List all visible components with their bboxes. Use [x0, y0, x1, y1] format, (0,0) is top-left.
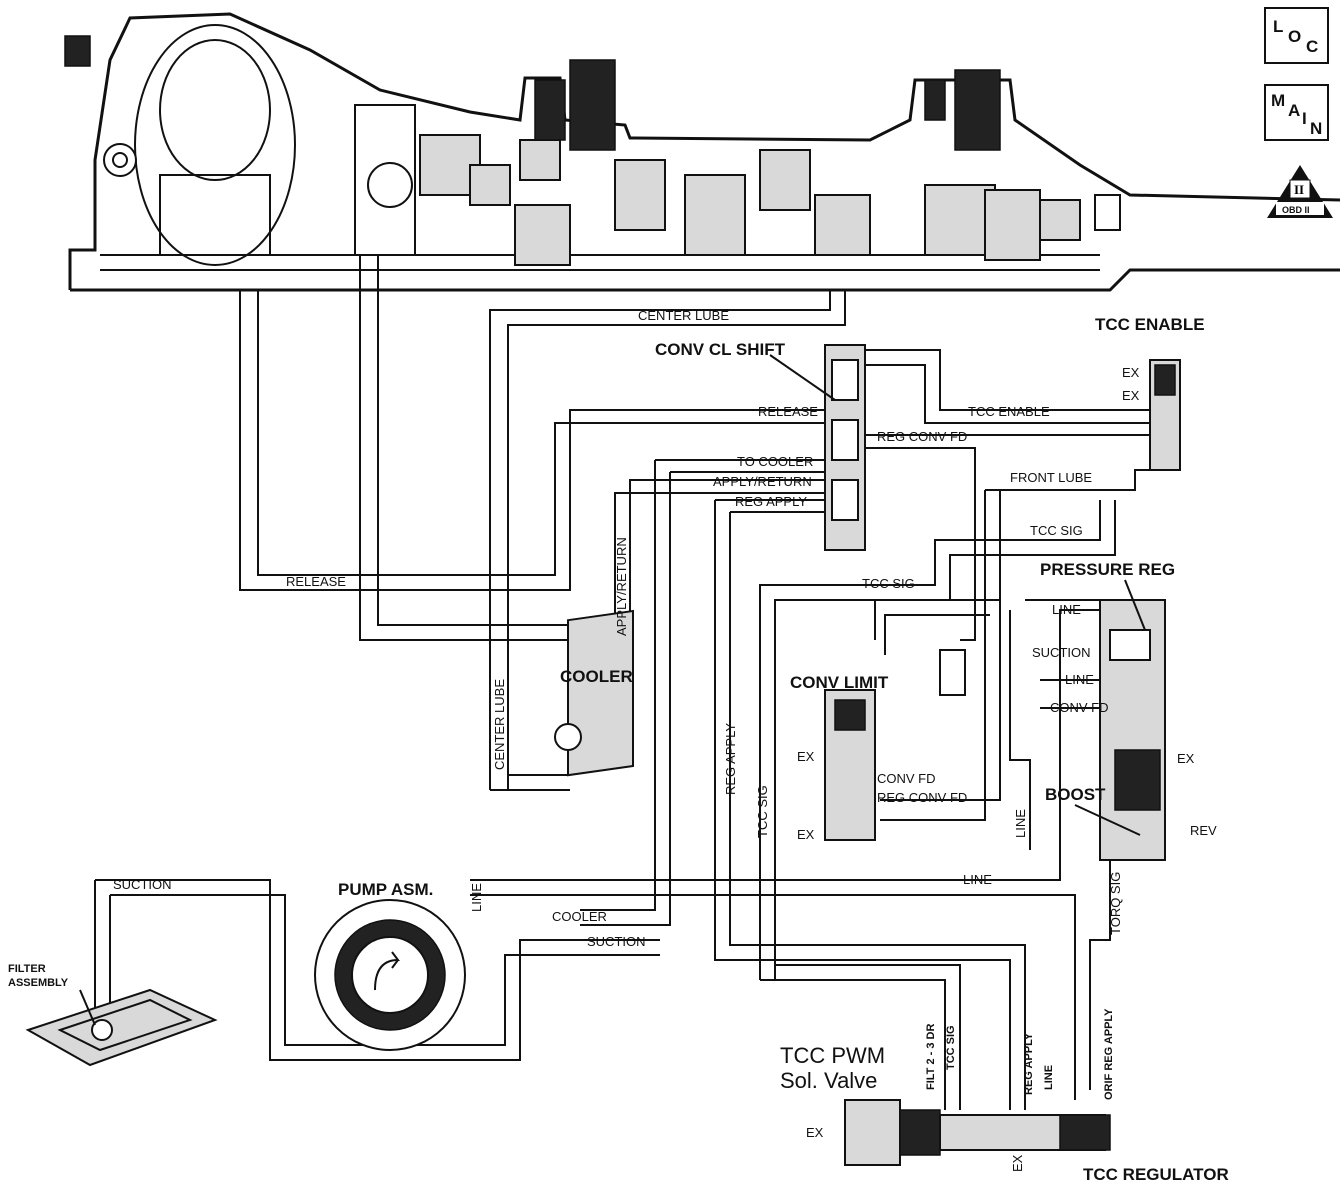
solenoid-ex-label: EX: [806, 1125, 824, 1140]
sol-valve-title: Sol. Valve: [780, 1068, 877, 1093]
loc-letter-l: L: [1273, 17, 1283, 36]
tcc-sig-solenoid-label: TCC SIG: [945, 1025, 957, 1070]
tcc-regulator-title: TCC REGULATOR: [1083, 1165, 1229, 1184]
main-letter-m: M: [1271, 91, 1285, 110]
reg-apply-label-vertical: REG APPLY: [723, 723, 738, 795]
filter-title-line1: FILTER: [8, 963, 46, 975]
tcc-enable-ex-2: EX: [1122, 388, 1140, 403]
release-label-top: RELEASE: [758, 404, 818, 419]
release-label-left: RELEASE: [286, 574, 346, 589]
conv-limit-title: CONV LIMIT: [790, 673, 889, 692]
pump-asm-title: PUMP ASM.: [338, 880, 433, 899]
obd-text: OBD II: [1282, 205, 1310, 215]
pump-assembly: [314, 899, 466, 1051]
torq-sig-label: TORQ SIG: [1108, 872, 1123, 935]
tcc-enable-valve: [1149, 359, 1181, 471]
pump-line-label: LINE: [469, 883, 484, 912]
boost-title: BOOST: [1045, 785, 1106, 804]
tcc-enable-title: TCC ENABLE: [1095, 315, 1205, 334]
conv-cl-shift-title: CONV CL SHIFT: [655, 340, 786, 359]
tcc-sig-label-mid: TCC SIG: [862, 576, 915, 591]
loc-letter-o: O: [1288, 27, 1301, 46]
conv-limit-reg-conv-fd: REG CONV FD: [877, 790, 967, 805]
tcc-enable-ex-1: EX: [1122, 365, 1140, 380]
pressure-reg-suction: SUCTION: [1032, 645, 1091, 660]
main-letter-n: N: [1310, 119, 1322, 138]
conv-cl-shift-valve: [824, 344, 866, 551]
cooler-passage-label: COOLER: [552, 909, 607, 924]
suction-label-bottom: SUCTION: [587, 934, 646, 949]
transmission-cross-section: [64, 12, 1341, 292]
cooler-unit: [554, 609, 634, 777]
pressure-regulator-valve: [1099, 599, 1166, 861]
line-label-horizontal: LINE: [963, 872, 992, 887]
line-solenoid-label: LINE: [1043, 1065, 1055, 1090]
obd-ii-button[interactable]: II OBD II: [1267, 165, 1333, 218]
filt-2-3-dr-label: FILT 2 - 3 DR: [925, 1024, 937, 1090]
tcc-pwm-solenoid: [844, 1099, 941, 1166]
obd-numeral: II: [1294, 182, 1304, 197]
center-lube-label-vertical: CENTER LUBE: [492, 679, 507, 770]
reg-apply-solenoid-label: REG APPLY: [1023, 1032, 1035, 1095]
conv-limit-ex-2: EX: [797, 827, 815, 842]
main-button[interactable]: M A I N: [1264, 84, 1329, 141]
pressure-reg-ex: EX: [1177, 751, 1195, 766]
main-letter-a: A: [1288, 101, 1300, 120]
main-letter-i: I: [1302, 109, 1307, 128]
filter-title-line2: ASSEMBLY: [8, 977, 69, 989]
tcc-sig-label-right: TCC SIG: [1030, 523, 1083, 538]
line-label-vertical: LINE: [1013, 809, 1028, 838]
suction-label-top: SUCTION: [113, 877, 172, 892]
center-lube-label-top: CENTER LUBE: [638, 308, 729, 323]
apply-return-label-vertical: APPLY/RETURN: [614, 537, 629, 636]
filter-assembly: [25, 988, 218, 1067]
clutch-packs: [419, 59, 1121, 266]
conv-limit-ex-1: EX: [797, 749, 815, 764]
reg-apply-label-top: REG APPLY: [735, 494, 807, 509]
pressure-reg-line-2: LINE: [1065, 672, 1094, 687]
tcc-enable-passage-label: TCC ENABLE: [968, 404, 1050, 419]
cooler-title: COOLER: [560, 667, 633, 686]
to-cooler-label: TO COOLER: [737, 454, 813, 469]
front-lube-label: FRONT LUBE: [1010, 470, 1092, 485]
apply-return-label-top: APPLY/RETURN: [713, 474, 812, 489]
pressure-reg-conv-fd: CONV FD: [1050, 700, 1109, 715]
regulator-ex-label: EX: [1010, 1154, 1025, 1172]
tcc-sig-label-vertical: TCC SIG: [755, 785, 770, 838]
loc-button[interactable]: L O C: [1264, 7, 1329, 64]
passage-labels: CENTER LUBE RELEASE TCC ENABLE REG CONV …: [113, 308, 1217, 1172]
loc-letter-c: C: [1306, 37, 1318, 56]
conv-limit-conv-fd: CONV FD: [877, 771, 936, 786]
hydraulic-passages: [94, 255, 1160, 1110]
pressure-reg-title: PRESSURE REG: [1040, 560, 1175, 579]
reg-conv-fd-label-top: REG CONV FD: [877, 429, 967, 444]
pressure-reg-line-1: LINE: [1052, 602, 1081, 617]
pressure-reg-rev: REV: [1190, 823, 1217, 838]
conv-limit-valve: [824, 649, 966, 841]
orif-reg-apply-label: ORIF REG APPLY: [1103, 1008, 1115, 1100]
component-titles: TCC ENABLE CONV CL SHIFT PRESSURE REG CO…: [8, 315, 1229, 1184]
tcc-pwm-title: TCC PWM: [780, 1043, 885, 1068]
tcc-regulator-valve: [939, 1114, 1111, 1151]
